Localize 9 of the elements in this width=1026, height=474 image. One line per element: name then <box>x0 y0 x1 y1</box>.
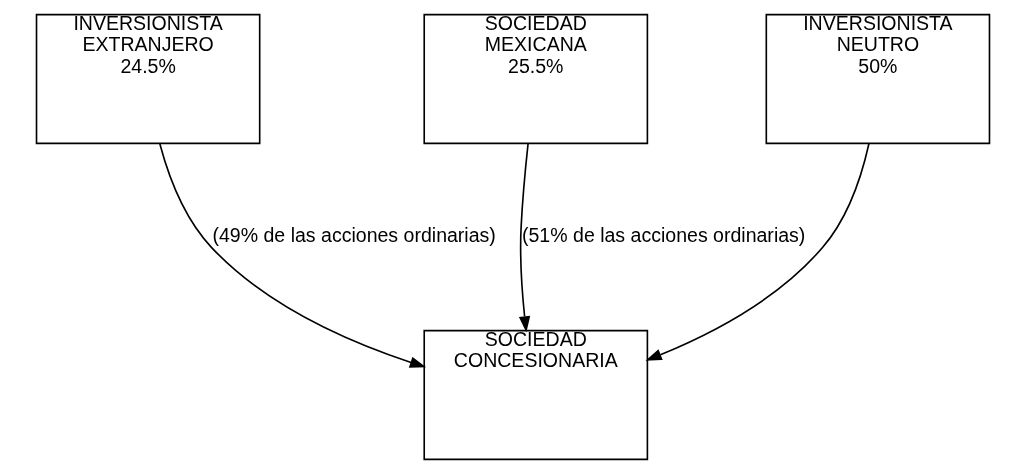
arrow <box>645 142 870 361</box>
node-box: INVERSIONISTA NEUTRO 50% <box>765 13 991 145</box>
edge-label: (51% de las acciones ordinarias) <box>522 224 806 247</box>
node-box: SOCIEDAD MEXICANA 25.5% <box>423 13 649 145</box>
arrow <box>518 142 531 333</box>
node-box: SOCIEDAD CONCESIONARIA <box>423 329 649 461</box>
arrow <box>159 143 427 368</box>
node-box: INVERSIONISTA EXTRANJERO 24.5% <box>35 13 261 145</box>
edge-label: (49% de las acciones ordinarias) <box>212 224 496 247</box>
